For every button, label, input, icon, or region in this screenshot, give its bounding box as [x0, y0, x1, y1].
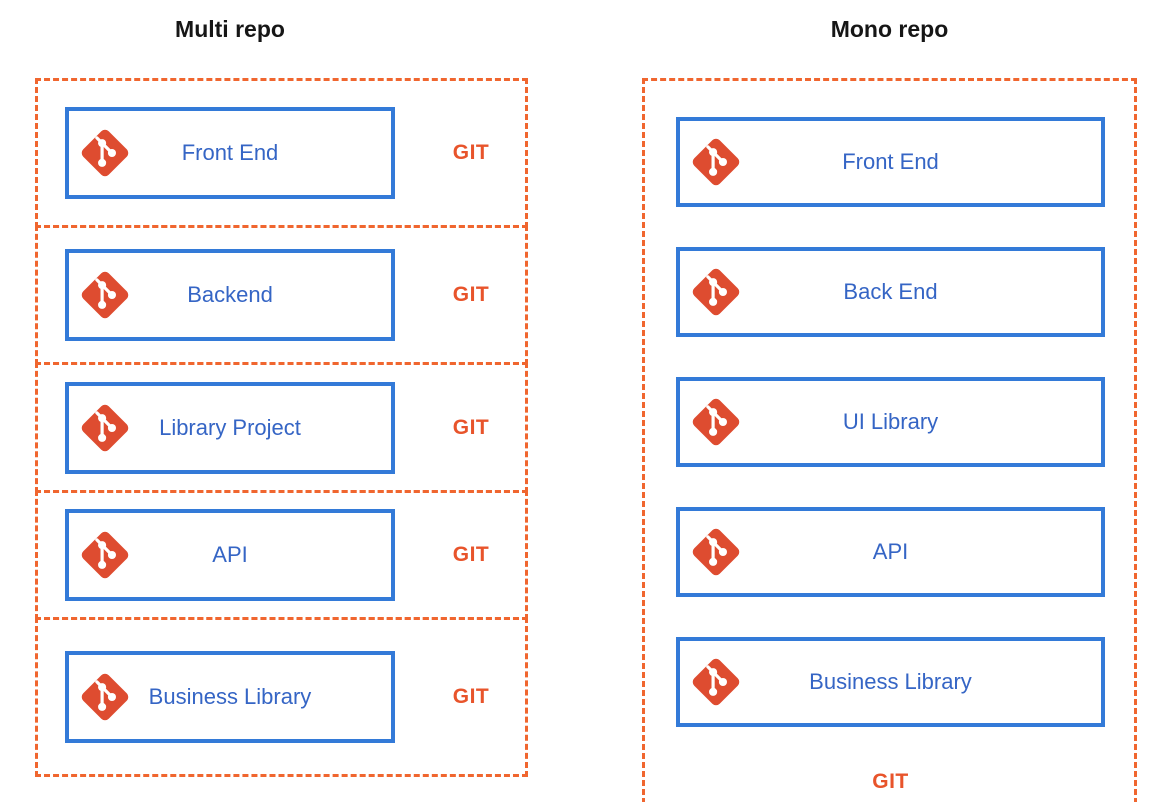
repo-node-backend: Backend — [65, 249, 395, 341]
git-tag: GIT — [872, 770, 909, 793]
multi-repo-cell-front-end: Front End GIT — [35, 78, 528, 228]
repo-label: Back End — [843, 279, 938, 304]
git-logo-icon — [687, 133, 745, 191]
repo-node-business-library: Business Library — [65, 651, 395, 743]
git-tag: GIT — [452, 283, 490, 306]
repo-label: Front End — [181, 140, 279, 165]
multi-repo-title: Multi repo — [175, 16, 285, 42]
multi-repo-cell-library-project: Library Project GIT — [35, 362, 528, 493]
mono-repo-title: Mono repo — [830, 16, 949, 42]
multi-repo-cell-business-library: Business Library GIT — [35, 617, 528, 777]
git-logo-icon — [687, 393, 745, 451]
repo-node-front-end: Front End — [65, 107, 395, 199]
multi-repo-column: Multi repo Front End — [35, 14, 528, 777]
repo-node-front-end: Front End — [676, 117, 1105, 207]
multi-repo-cell-backend: Backend GIT — [35, 225, 528, 365]
repo-label: Library Project — [159, 414, 301, 440]
repo-label: Business Library — [809, 669, 972, 694]
git-logo-icon — [76, 266, 134, 324]
repo-node-library-project: Library Project — [65, 381, 395, 474]
repo-node-api: API — [65, 509, 395, 601]
repo-label: API — [212, 542, 248, 567]
git-logo-icon — [76, 124, 134, 182]
repo-label: Front End — [842, 149, 939, 174]
multi-repo-cell-api: API GIT — [35, 490, 528, 620]
git-logo-icon — [76, 526, 134, 584]
repo-label: Backend — [187, 282, 273, 307]
git-logo-icon — [76, 399, 134, 457]
git-tag: GIT — [452, 415, 490, 439]
git-logo-icon — [76, 668, 134, 726]
git-logo-icon — [687, 653, 745, 711]
git-tag: GIT — [452, 685, 490, 708]
repo-label: Business Library — [148, 684, 312, 709]
repo-node-api: API — [676, 507, 1105, 597]
git-tag: GIT — [452, 543, 490, 566]
git-logo-icon — [687, 263, 745, 321]
git-logo-icon — [687, 523, 745, 581]
repo-node-business-library: Business Library — [676, 637, 1105, 727]
repo-node-back-end: Back End — [676, 247, 1105, 337]
git-tag: GIT — [452, 141, 490, 164]
repo-label: API — [872, 539, 909, 564]
mono-repo-column: Mono repo Front End — [642, 14, 1137, 802]
repo-node-ui-library: UI Library — [676, 377, 1105, 467]
mono-repo-boundary: Front End Back End — [642, 78, 1137, 802]
repo-label: UI Library — [842, 409, 939, 434]
